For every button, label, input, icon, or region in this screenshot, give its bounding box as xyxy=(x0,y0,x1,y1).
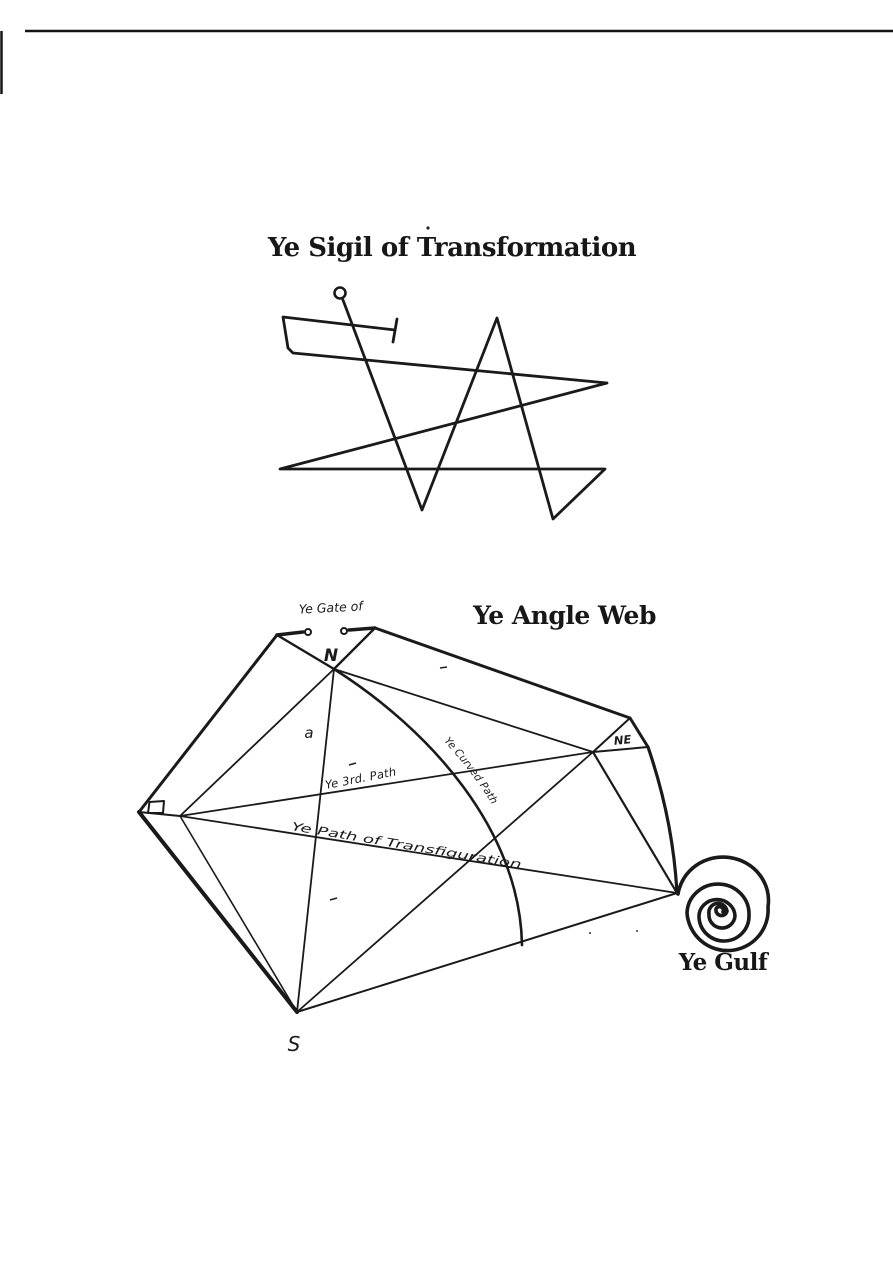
edge-ne-to-south xyxy=(296,751,594,1013)
gate-bar-right xyxy=(347,626,377,632)
edge-south-to-gulf xyxy=(296,892,678,1013)
gate-label: Ye Gate of xyxy=(298,598,364,616)
ink-speck xyxy=(636,930,638,932)
northeast-label: NE xyxy=(613,732,632,748)
ink-speck xyxy=(348,762,357,766)
sigil-stroke xyxy=(278,298,609,521)
angle-web-title: Ye Angle Web xyxy=(473,601,656,630)
edge-ne-to-gulf xyxy=(591,750,679,895)
edge-right-to-gulf xyxy=(646,745,679,895)
ink-speck xyxy=(329,897,338,901)
ink-speck xyxy=(589,932,591,934)
ink-speck xyxy=(439,666,448,669)
edge-ne-triangle-base xyxy=(592,746,649,753)
west-vertex-loop xyxy=(147,800,165,814)
curved-path-arc xyxy=(332,667,524,947)
edge-gate-left-to-north xyxy=(275,633,336,671)
edge-corner-drop xyxy=(628,716,650,749)
gate-bar-left xyxy=(275,630,305,637)
edge-third-path xyxy=(179,751,594,817)
edge-gate-to-corner xyxy=(373,626,632,720)
south-label: S xyxy=(288,1032,301,1056)
edge-gate-to-west xyxy=(137,633,279,814)
sigil-start-circle xyxy=(333,286,347,300)
gate-ring-left xyxy=(304,628,312,636)
edge-gate-right-to-north xyxy=(332,626,377,671)
edge-path-of-transfiguration xyxy=(179,815,678,894)
curved-path-text-guide xyxy=(346,664,531,940)
edge-north-to-ne xyxy=(333,668,594,753)
ink-speck xyxy=(426,226,430,230)
edge-corner-to-ne xyxy=(592,717,631,753)
gulf-spiral xyxy=(676,855,771,953)
alpha-label: a xyxy=(304,724,313,742)
north-label: N xyxy=(324,646,338,666)
gulf-label: Ye Gulf xyxy=(678,949,768,976)
edge-west-to-south xyxy=(137,810,299,1014)
edge-north-to-south xyxy=(296,668,335,1013)
gate-ring-right xyxy=(340,627,348,635)
edge-west-hub-to-north xyxy=(179,668,335,817)
sigil-end-tick xyxy=(391,317,399,344)
sigil-title: Ye Sigil of Transformation xyxy=(267,233,637,263)
edge-west-hub-to-south xyxy=(179,815,298,1013)
